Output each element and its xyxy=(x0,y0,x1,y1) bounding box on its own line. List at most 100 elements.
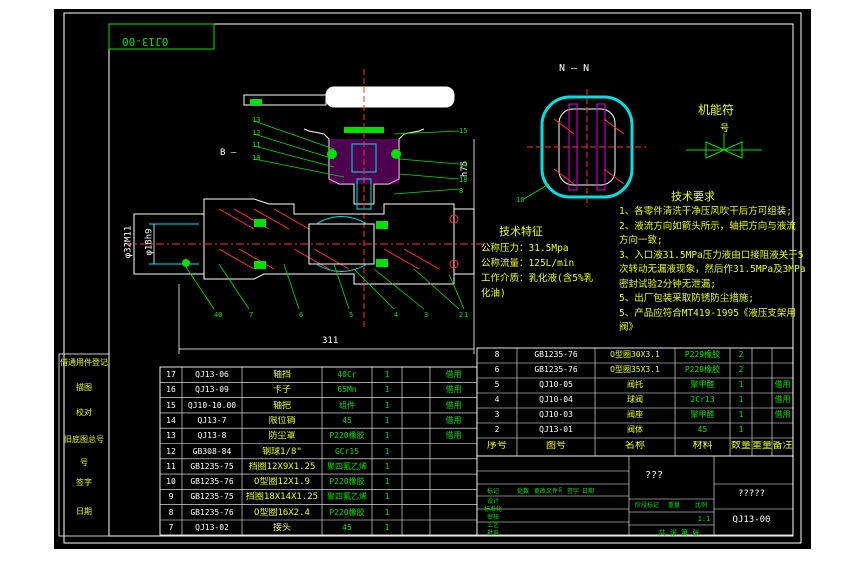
title-block-label: 阶段标记 xyxy=(634,502,659,509)
bom-cell: QJ13-02 xyxy=(195,523,229,532)
bom-cell: 钢球1/8" xyxy=(262,446,302,457)
left-column-label: 签字 xyxy=(76,478,92,487)
balloon-label: 1 xyxy=(464,311,469,319)
balloon-label: 7 xyxy=(249,311,254,319)
bom-cell: QJ13-06 xyxy=(195,370,229,379)
bom-cell: P229橡胶 xyxy=(684,365,721,374)
left-column-label: 借通用件登记 xyxy=(60,358,108,367)
bom-cell: 接头 xyxy=(272,523,291,533)
bom-cell: 12 xyxy=(166,446,176,456)
bom-cell: 阀托 xyxy=(627,380,643,389)
bom-cell: 16 xyxy=(166,385,176,395)
scale: 1:1 xyxy=(697,515,711,523)
bom-cell: 5 xyxy=(494,380,500,389)
balloon-label: 40 xyxy=(214,311,223,319)
bom-header-cell: 序号 xyxy=(487,441,507,451)
bom-header-cell: 数量 xyxy=(731,441,751,451)
bom-cell: 11 xyxy=(166,461,176,471)
balloon-label: 10 xyxy=(516,196,525,204)
valve-body xyxy=(124,198,484,285)
title-block-label: 比例 xyxy=(694,502,707,509)
balloon-label: 2 xyxy=(459,311,464,319)
bom-cell: GB308-84 xyxy=(192,446,232,456)
tech-req-line: 次转动无漏液现象，然后作31.5MPa及3MPa xyxy=(619,264,806,275)
param-line: 化油) xyxy=(481,288,506,299)
bom-cell: 2 xyxy=(738,350,744,359)
bom-header-cell: 材料 xyxy=(692,441,713,451)
bom-cell: 8 xyxy=(494,350,500,359)
bom-cell: 限位销 xyxy=(268,415,296,426)
symbol-title: 机能符 xyxy=(698,103,735,117)
bom-cell: 防尘罩 xyxy=(268,431,296,442)
bom-cell: 借用 xyxy=(445,370,462,379)
bom-cell: O型圈30X3.1 xyxy=(610,350,660,359)
bom-cell: P220橡胶 xyxy=(329,431,365,441)
title-block-label: 处数 xyxy=(516,488,529,495)
bom-cell: 1 xyxy=(384,461,390,471)
title-block-label: 工艺 xyxy=(486,522,499,529)
bom-cell: GB1235-76 xyxy=(534,350,578,359)
balloon-label: 12 xyxy=(252,129,261,137)
bom-cell: 1 xyxy=(384,477,390,487)
bom-cell: O型圈12X1.9 xyxy=(254,477,310,488)
bom-cell: 1 xyxy=(384,385,390,395)
bom-cell: QJ13-01 xyxy=(539,425,573,434)
title-block-label: 批准 xyxy=(486,530,499,537)
bom-cell: 14 xyxy=(166,415,176,425)
balloon-label: 18 xyxy=(459,176,468,184)
bom-cell: 2 xyxy=(494,425,500,434)
bom-cell: 65Mn xyxy=(337,385,357,395)
dim-inner-diameter: φ18h9 xyxy=(144,228,155,256)
bom-cell: 组件 xyxy=(339,400,355,410)
bom-header-cell: 名称 xyxy=(625,441,645,451)
dimension-lines xyxy=(133,139,475,354)
balloon-label: 5 xyxy=(349,311,354,319)
company-name: ????? xyxy=(737,489,766,499)
bom-cell: QJ13-7 xyxy=(197,415,227,425)
balloon-label: 3 xyxy=(424,311,429,319)
bom-cell: 借用 xyxy=(445,431,462,441)
bom-cell: P229橡胶 xyxy=(684,350,721,359)
bom-cell: 1 xyxy=(384,400,390,410)
section-label: N — N xyxy=(559,63,590,74)
bom-header-cell: 重量 xyxy=(752,441,772,451)
bom-cell: 15 xyxy=(166,400,176,410)
bom-cell: 挡圈18X14X1.25 xyxy=(245,492,319,503)
param-line: 公称流量：125L/min xyxy=(481,258,575,269)
bom-cell: 1 xyxy=(384,370,390,379)
bom-cell: 2 xyxy=(738,365,744,374)
bom-cell: P220橡胶 xyxy=(329,507,365,517)
left-column-label: 日期 xyxy=(76,507,92,516)
bom-cell: 阀体 xyxy=(627,425,643,434)
param-title: 技术特征 xyxy=(499,225,543,238)
bom-header-cell: 备注 xyxy=(772,441,793,451)
bom-cell: 13 xyxy=(166,431,176,441)
bom-cell: 聚甲醛 xyxy=(690,380,715,389)
param-line: 公称压力：31.5Mpa xyxy=(481,243,569,254)
bom-cell: 45 xyxy=(342,415,352,425)
technical-drawing xyxy=(58,12,802,544)
bom-cell: O型圈16X2.4 xyxy=(254,507,310,518)
section-view xyxy=(523,89,646,207)
bom-cell: QJ10-03 xyxy=(539,410,573,419)
bom-cell: 3 xyxy=(494,410,500,419)
valve-symbol xyxy=(686,133,762,159)
bom-cell: 45 xyxy=(697,425,708,434)
bom-cell: GB1235-76 xyxy=(190,477,234,487)
drawing-number-box: 0J13-00 xyxy=(122,35,169,48)
bom-header-cell: 图号 xyxy=(546,441,566,451)
bom-cell: GB1235-76 xyxy=(190,507,234,517)
balloon-label: 6 xyxy=(299,311,304,319)
bom-cell: GB1235-75 xyxy=(190,492,234,502)
title-drawing-number: QJ13-00 xyxy=(732,515,771,525)
bom-cell: 球阀 xyxy=(627,395,643,404)
dim-overall-length: 311 xyxy=(322,336,339,346)
bom-cell: 1 xyxy=(384,415,390,425)
left-column-label: 号 xyxy=(80,458,88,467)
bom-cell: GB1235-75 xyxy=(190,461,234,471)
title-block-label: 重量 xyxy=(667,502,680,509)
bom-cell: P220橡胶 xyxy=(329,477,365,487)
bom-cell: GCr15 xyxy=(334,446,360,456)
balloon-label: 14 xyxy=(459,161,468,169)
title-block-label: 日期 xyxy=(581,488,594,495)
